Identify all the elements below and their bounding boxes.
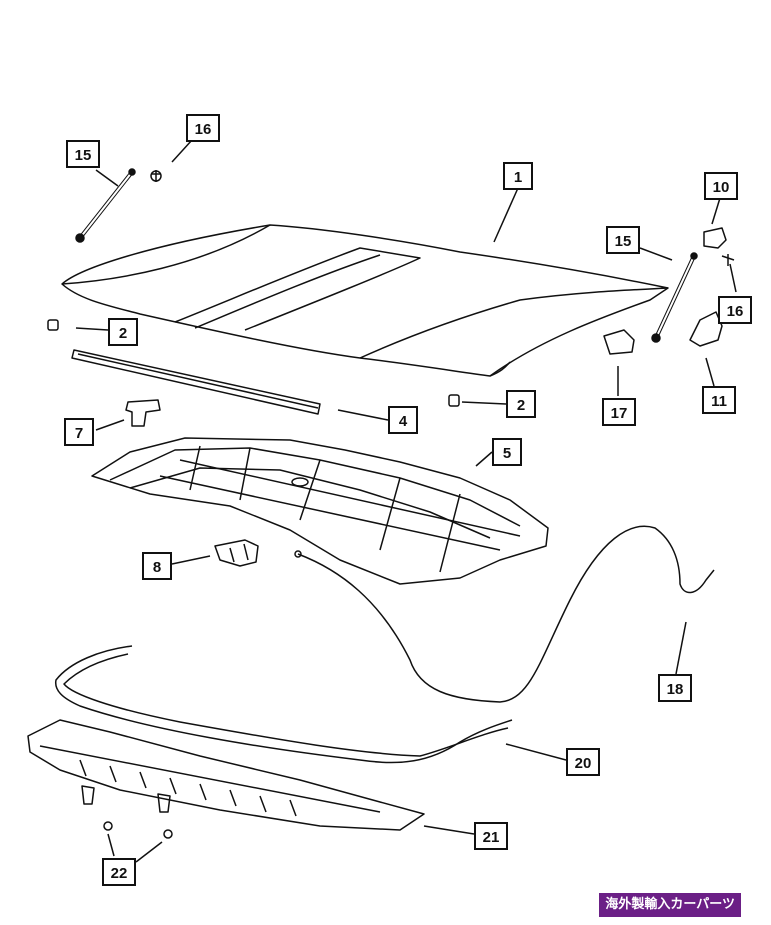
callout-8: 8: [142, 552, 172, 580]
hood-strut-left: [75, 168, 136, 243]
hood-latch: [214, 539, 259, 567]
leader-lines: [75, 139, 737, 863]
callout-17: 17: [602, 398, 636, 426]
bumper-left: [47, 319, 59, 331]
callout-18: 18: [658, 674, 692, 702]
callout-1: 1: [503, 162, 533, 190]
watermark-badge: 海外製輸入カーパーツ: [599, 893, 741, 917]
callout-15-left: 15: [66, 140, 100, 168]
hood-hinge: [689, 311, 723, 347]
callout-4: 4: [388, 406, 418, 434]
latch-bracket: [125, 399, 161, 427]
callout-2-right: 2: [506, 390, 536, 418]
hinge-clip: [703, 227, 727, 249]
callout-21: 21: [474, 822, 508, 850]
callout-5: 5: [492, 438, 522, 466]
callout-20: 20: [566, 748, 600, 776]
grille-trim: [27, 719, 425, 831]
hood-seal-strip: [71, 349, 321, 415]
clip-22-a: [103, 821, 113, 831]
front-seal: [54, 645, 513, 764]
release-cable: [294, 525, 715, 703]
callout-10: 10: [704, 172, 738, 200]
hood-sensor: [603, 329, 635, 355]
callout-15-right: 15: [606, 226, 640, 254]
clip-22-b: [163, 829, 173, 839]
hood-clip-left: [150, 170, 162, 182]
callout-16-left: 16: [186, 114, 220, 142]
bumper-right: [448, 394, 460, 407]
callout-22: 22: [102, 858, 136, 886]
callout-11: 11: [702, 386, 736, 414]
hood-inner-panel: [91, 437, 549, 585]
hood-strut-right: [651, 252, 698, 343]
hood-panel: [61, 224, 669, 377]
callout-7: 7: [64, 418, 94, 446]
callout-16-right: 16: [718, 296, 752, 324]
callout-2-left: 2: [108, 318, 138, 346]
hood-clip-right: [721, 254, 735, 266]
